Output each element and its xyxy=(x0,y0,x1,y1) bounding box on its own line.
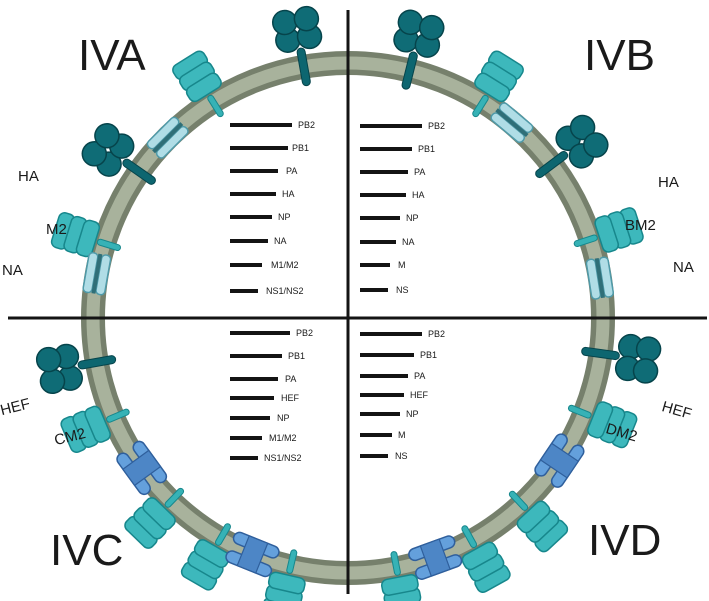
segment-label: NP xyxy=(406,213,419,223)
segment-bar xyxy=(230,215,272,219)
segment-label: PB1 xyxy=(420,350,437,360)
m2-channel-icon xyxy=(81,251,112,297)
segment-label: HEF xyxy=(410,390,429,400)
segment-label: PB2 xyxy=(428,329,445,339)
segment-label: M xyxy=(398,430,406,440)
segment-bar xyxy=(360,412,400,416)
segment-label: NP xyxy=(278,212,291,222)
ivb-ha-label: HA xyxy=(658,174,679,191)
iva-na-label: NA xyxy=(2,262,23,279)
segment-label: NS xyxy=(395,451,408,461)
segment-bar xyxy=(360,147,412,151)
segment-bar xyxy=(360,124,422,128)
ivb-bm2-label: BM2 xyxy=(625,217,656,234)
iva-genome-segments: PB2 PB1 PA HA NP NA M1/M2 NS1/NS2 xyxy=(230,120,315,296)
iva-title: IVA xyxy=(78,31,146,80)
segment-bar xyxy=(230,289,258,293)
segment-bar xyxy=(230,354,282,358)
segment-label: M xyxy=(398,260,406,270)
segment-label: PB2 xyxy=(298,120,315,130)
segment-bar xyxy=(230,331,290,335)
segment-label: HA xyxy=(412,190,425,200)
iva-m2-label: M2 xyxy=(46,221,67,238)
segment-label: PB2 xyxy=(428,121,445,131)
ivd-title: IVD xyxy=(588,516,661,565)
segment-label: NS xyxy=(396,285,409,295)
segment-bar xyxy=(230,456,258,460)
segment-bar xyxy=(230,123,292,127)
segment-label: PB1 xyxy=(288,351,305,361)
segment-label: M1/M2 xyxy=(271,260,299,270)
ivc-hef-label: HEF xyxy=(0,395,32,419)
iva-ha-label: HA xyxy=(18,168,39,185)
segment-bar xyxy=(230,263,262,267)
ivc-genome-segments: PB2 PB1 PA HEF NP M1/M2 NS1/NS2 xyxy=(230,328,313,463)
segment-bar xyxy=(360,193,406,197)
segment-label: NP xyxy=(406,409,419,419)
segment-label: PA xyxy=(414,167,425,177)
segment-bar xyxy=(230,436,262,440)
segment-label: HA xyxy=(282,189,295,199)
segment-bar xyxy=(230,239,268,243)
segment-bar xyxy=(360,288,388,292)
segment-label: PB1 xyxy=(292,143,309,153)
segment-label: NS1/NS2 xyxy=(264,453,302,463)
segment-bar xyxy=(230,416,270,420)
segment-label: PB1 xyxy=(418,144,435,154)
segment-bar xyxy=(230,377,278,381)
segment-label: PA xyxy=(285,374,296,384)
segment-bar xyxy=(360,353,414,357)
segment-bar xyxy=(360,454,388,458)
segment-label: PA xyxy=(414,371,425,381)
ivb-na-label: NA xyxy=(673,259,694,276)
segment-label: PB2 xyxy=(296,328,313,338)
segment-bar xyxy=(360,216,400,220)
dm2-channel-icon xyxy=(406,533,464,582)
segment-bar xyxy=(360,393,404,397)
segment-bar xyxy=(230,192,276,196)
segment-label: PA xyxy=(286,166,297,176)
segment-bar xyxy=(360,240,396,244)
segment-bar xyxy=(360,263,390,267)
segment-bar xyxy=(230,146,288,150)
segment-label: NA xyxy=(274,236,287,246)
segment-bar xyxy=(360,332,422,336)
ivb-genome-segments: PB2 PB1 PA HA NP NA M NS xyxy=(360,121,445,295)
segment-bar xyxy=(360,374,408,378)
segment-bar xyxy=(230,396,274,400)
segment-label: HEF xyxy=(281,393,300,403)
segment-bar xyxy=(360,170,408,174)
segment-label: NP xyxy=(277,413,290,423)
ivd-genome-segments: PB2 PB1 PA HEF NP M NS xyxy=(360,329,445,461)
ivc-title: IVC xyxy=(50,526,123,575)
segment-label: M1/M2 xyxy=(269,433,297,443)
segment-label: NS1/NS2 xyxy=(266,286,304,296)
segment-bar xyxy=(230,169,278,173)
ivd-hef-label: HEF xyxy=(660,398,694,423)
segment-label: NA xyxy=(402,237,415,247)
ivb-title: IVB xyxy=(584,31,655,80)
segment-bar xyxy=(360,433,392,437)
